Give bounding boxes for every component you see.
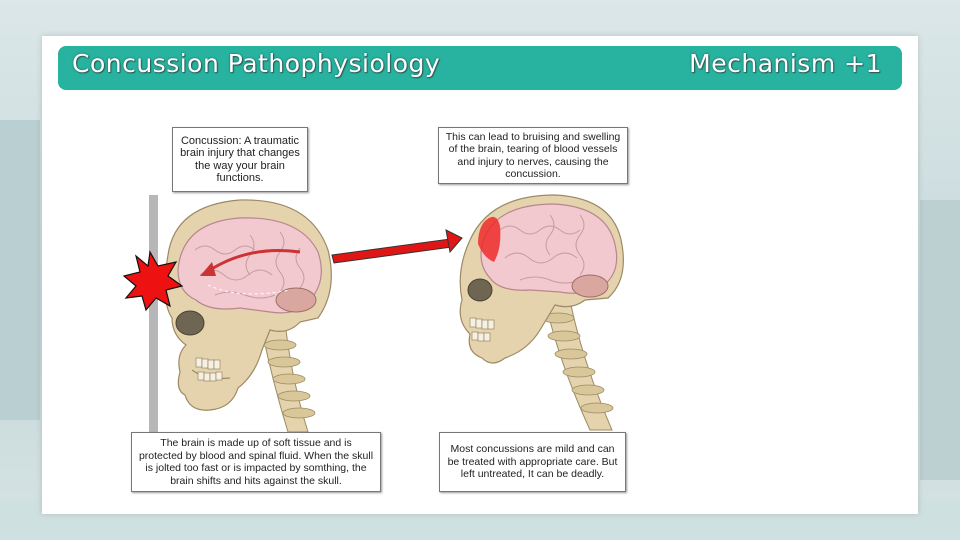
impact-burst-icon xyxy=(122,250,184,312)
note-effects: This can lead to bruising and swelling o… xyxy=(438,127,628,184)
page-title: Concussion Pathophysiology xyxy=(72,49,441,78)
section-label: Mechanism +1 xyxy=(689,49,882,78)
brain-motion-arrow xyxy=(209,248,301,272)
right-head xyxy=(459,194,624,431)
left-head xyxy=(164,199,332,433)
bruise-highlight xyxy=(478,216,501,262)
note-outcome: Most concussions are mild and can be tre… xyxy=(439,432,626,492)
transition-arrow xyxy=(331,229,463,264)
note-mechanism: The brain is made up of soft tissue and … xyxy=(131,432,381,492)
title-bar xyxy=(58,46,902,90)
impact-wall xyxy=(149,195,158,432)
note-definition: Concussion: A traumatic brain injury tha… xyxy=(172,127,308,192)
